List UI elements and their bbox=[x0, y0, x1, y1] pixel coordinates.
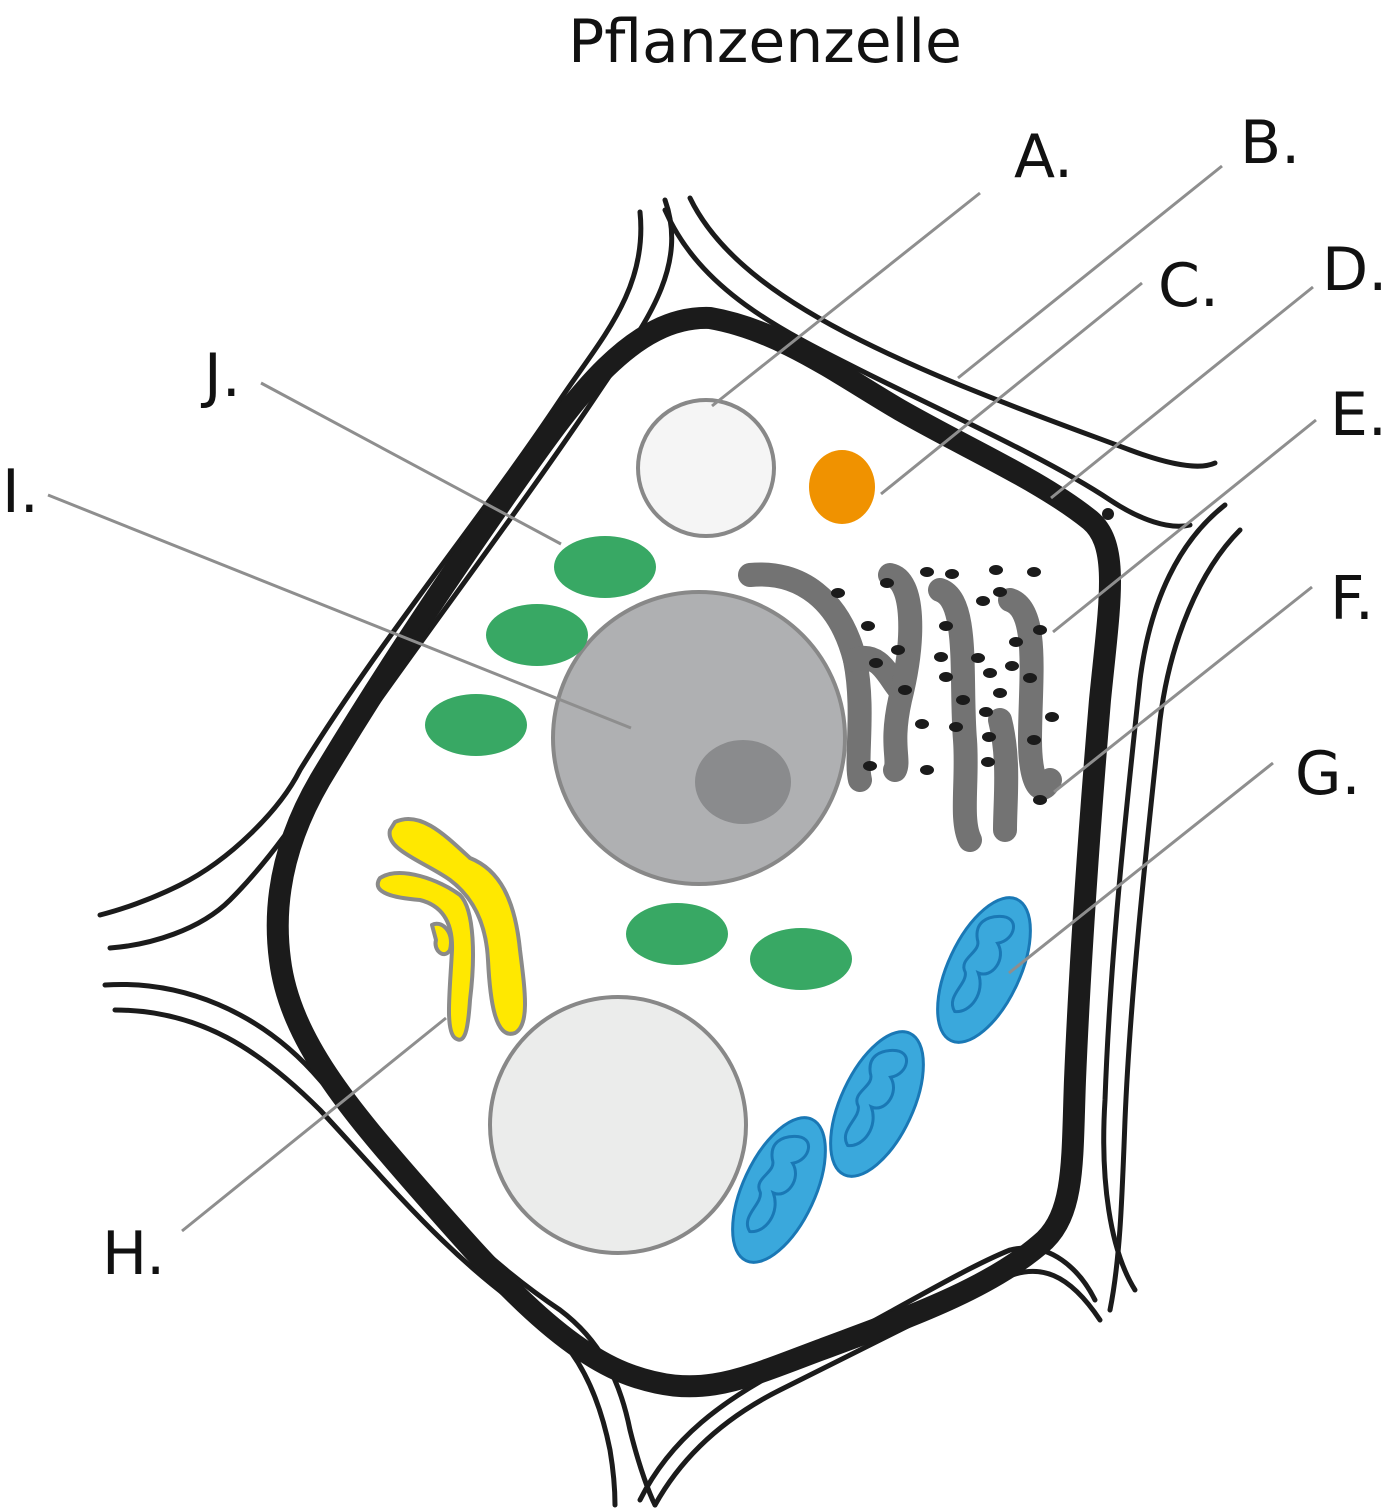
golgi-apparatus bbox=[375, 816, 527, 1042]
mitochondrion bbox=[731, 1116, 827, 1264]
label-d: D. bbox=[1322, 235, 1387, 305]
leader-line-g bbox=[1008, 761, 1274, 975]
leader-line-e bbox=[1052, 418, 1317, 634]
label-h: H. bbox=[102, 1219, 165, 1289]
leader-line-h bbox=[181, 1016, 447, 1233]
leader-lines bbox=[47, 164, 1317, 1233]
chloroplasts bbox=[425, 536, 852, 990]
membrane-dot bbox=[1102, 508, 1114, 520]
chloroplast bbox=[554, 536, 656, 598]
nucleus bbox=[551, 590, 847, 886]
leader-line-i bbox=[47, 493, 632, 730]
leader-line-f bbox=[1053, 585, 1313, 794]
leader-line-c bbox=[880, 281, 1143, 496]
diagram-title: Pflanzenzelle bbox=[568, 7, 962, 77]
mitochondria bbox=[731, 896, 1032, 1264]
leader-line-b bbox=[957, 164, 1223, 380]
mitochondrion bbox=[936, 896, 1032, 1044]
chloroplast bbox=[750, 928, 852, 990]
mitochondrion bbox=[829, 1030, 925, 1178]
label-b: B. bbox=[1240, 108, 1300, 178]
orange-organelle bbox=[809, 450, 875, 524]
chloroplast bbox=[626, 903, 728, 965]
leader-line-a bbox=[711, 191, 981, 408]
label-i: I. bbox=[2, 457, 39, 527]
er-ribosomes bbox=[831, 565, 1059, 805]
label-e: E. bbox=[1330, 380, 1387, 450]
cell-membrane bbox=[266, 306, 1121, 1398]
small-vesicle bbox=[636, 398, 776, 538]
label-g: G. bbox=[1295, 739, 1361, 809]
label-a: A. bbox=[1014, 122, 1073, 192]
chloroplast bbox=[425, 694, 527, 756]
label-c: C. bbox=[1158, 251, 1219, 321]
chloroplast bbox=[486, 604, 588, 666]
label-j: J. bbox=[200, 341, 241, 411]
leader-line-d bbox=[1050, 285, 1314, 500]
vacuole bbox=[488, 995, 748, 1255]
leader-line-j bbox=[260, 381, 562, 546]
nucleolus bbox=[695, 740, 791, 824]
label-f: F. bbox=[1330, 564, 1374, 634]
